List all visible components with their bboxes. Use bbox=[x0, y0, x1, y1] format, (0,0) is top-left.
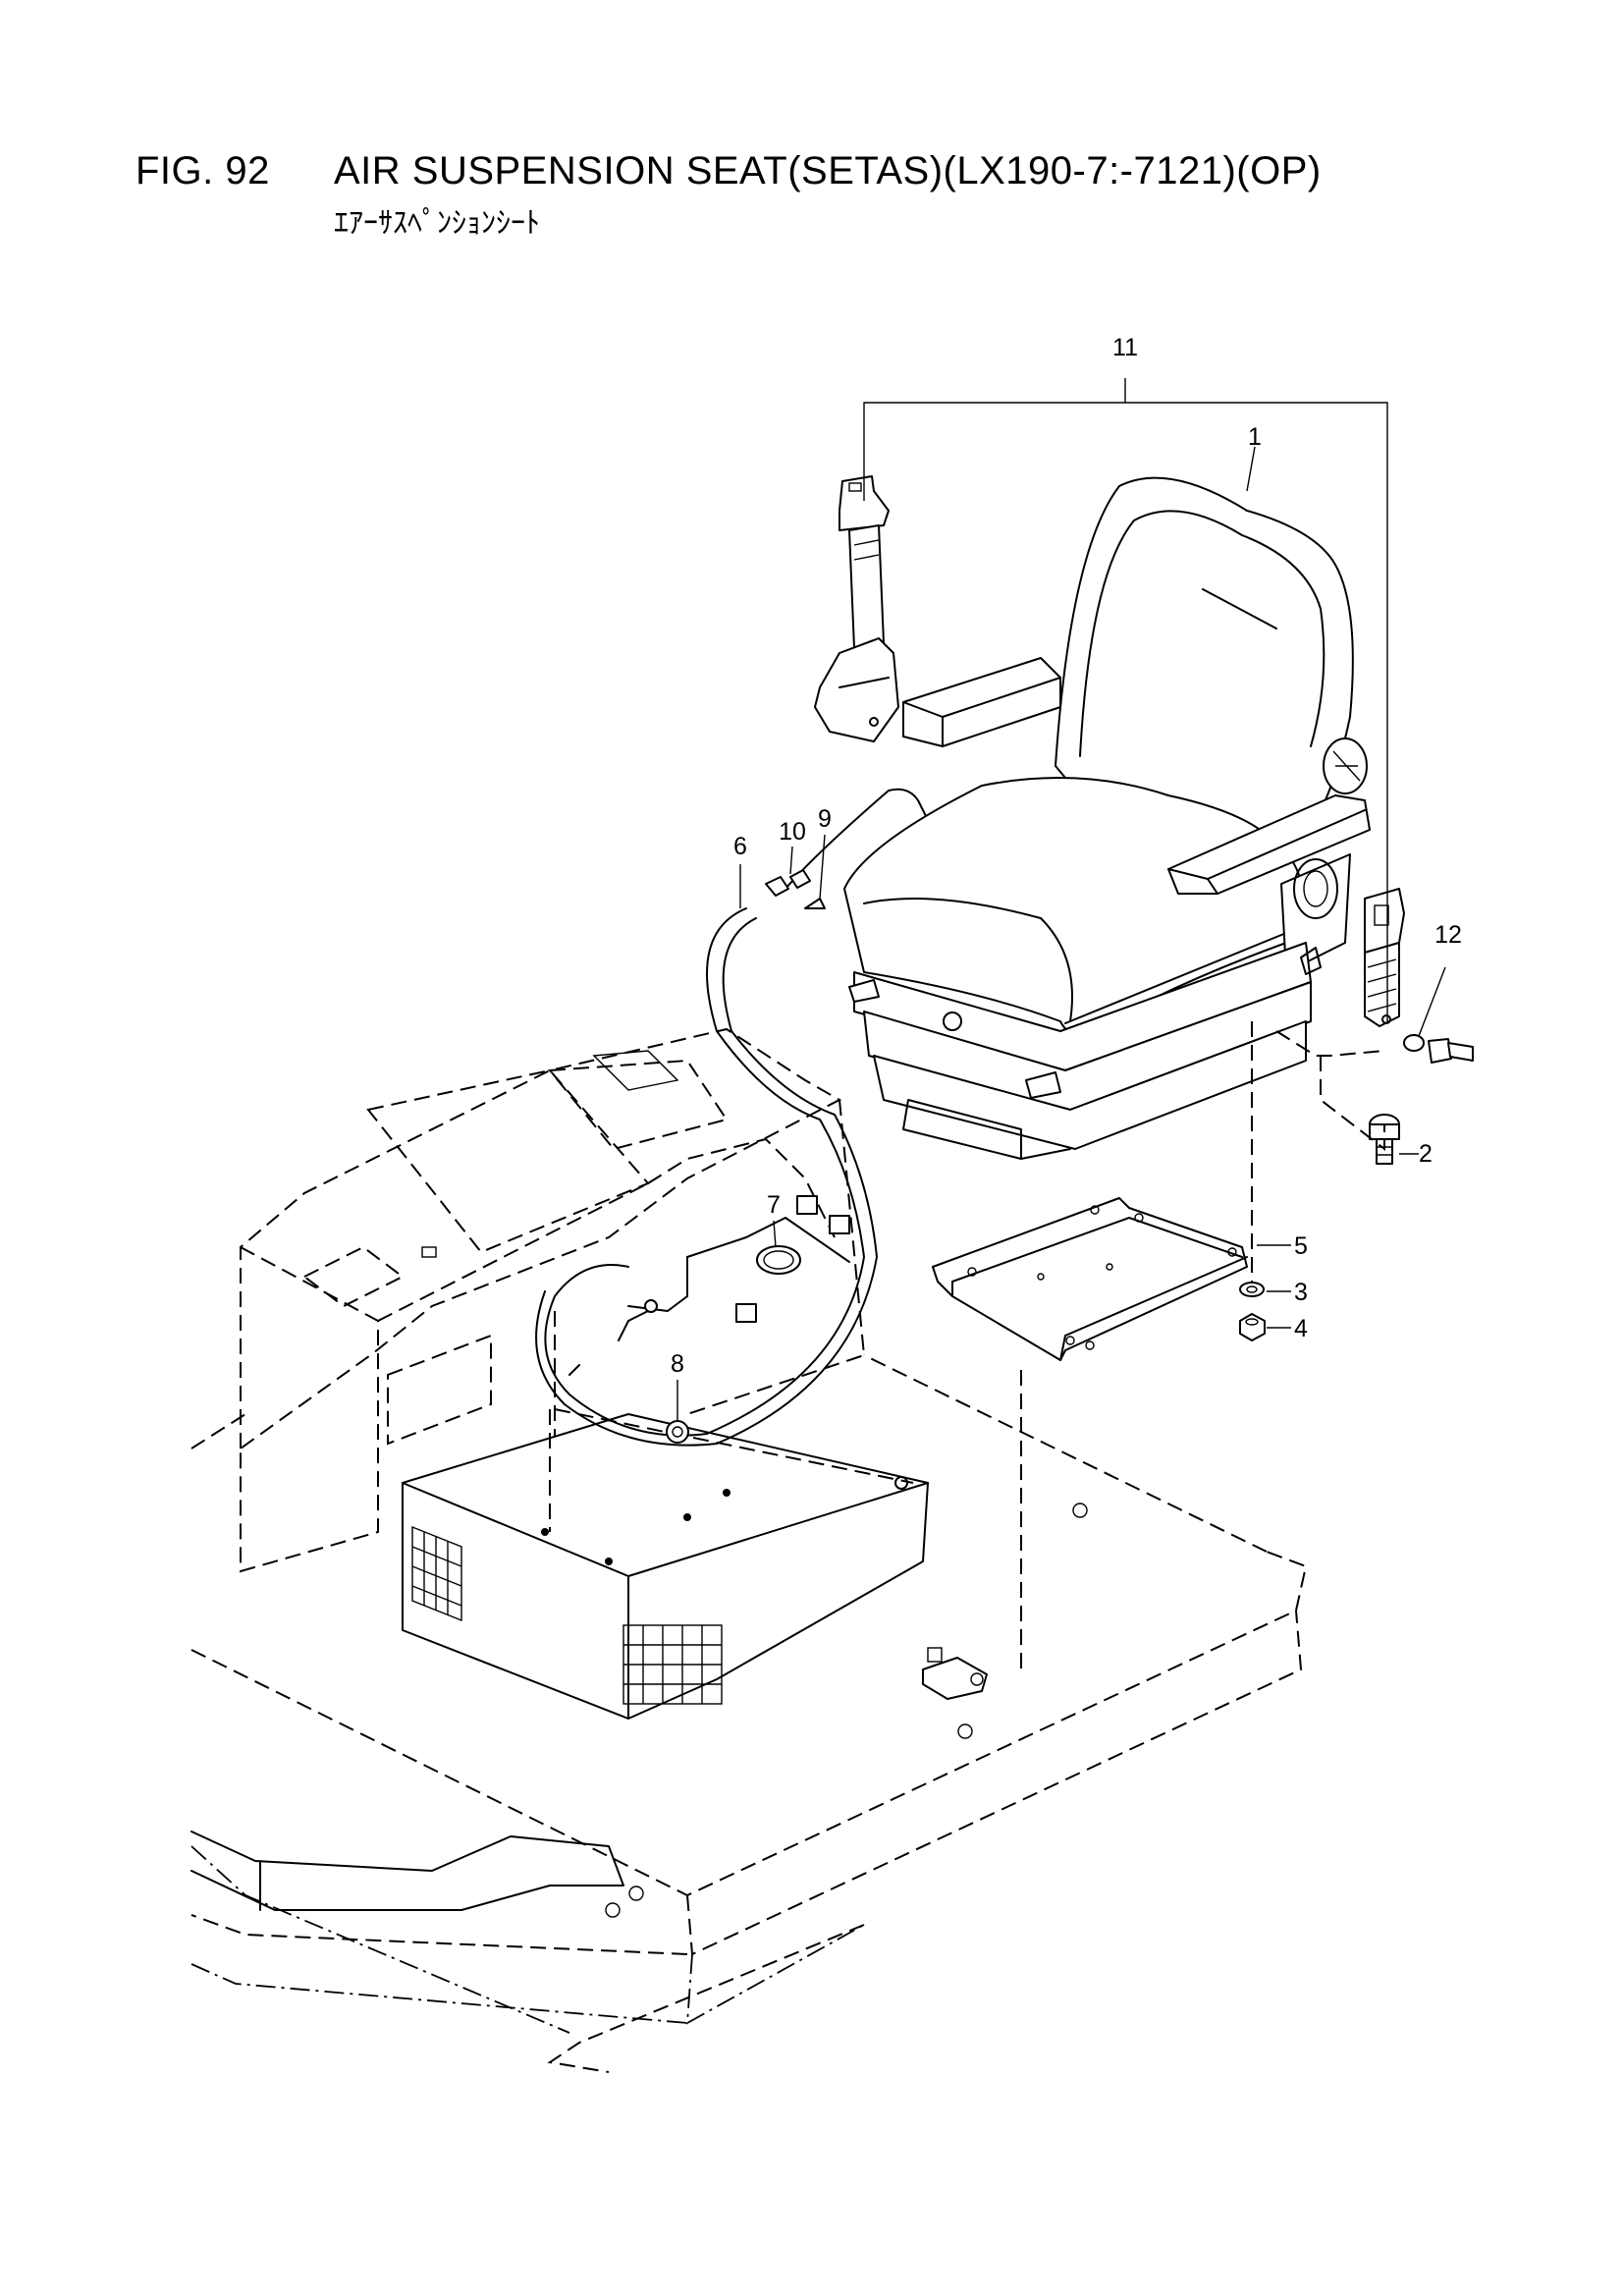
seat-mounting-plate bbox=[932, 1197, 1248, 1361]
controller-box bbox=[402, 1408, 929, 1720]
suspension-middle bbox=[863, 981, 1312, 1111]
assembly-phantom-lines bbox=[1020, 1021, 1385, 1669]
suspension-lower bbox=[873, 1020, 1307, 1150]
armrest-right bbox=[1167, 794, 1371, 895]
nut-4 bbox=[1239, 1313, 1266, 1341]
callout-3: 3 bbox=[1294, 1279, 1308, 1306]
armrest-left bbox=[902, 657, 1061, 747]
callout-4: 4 bbox=[1294, 1315, 1308, 1342]
seat-wiring-harness bbox=[535, 788, 929, 1447]
connector-bottom bbox=[735, 1303, 757, 1323]
callout-12: 12 bbox=[1434, 921, 1462, 949]
callout-11: 11 bbox=[1112, 334, 1138, 361]
callout-8: 8 bbox=[671, 1350, 684, 1378]
figure-title: AIR SUSPENSION SEAT(SETAS)(LX190-7:-7121… bbox=[334, 149, 1322, 192]
callout-7: 7 bbox=[767, 1191, 781, 1219]
cable-tie bbox=[756, 1245, 801, 1275]
figure-number: FIG. 92 bbox=[135, 149, 270, 192]
callout-1: 1 bbox=[1248, 423, 1262, 451]
seat-belt-buckle-side bbox=[814, 475, 899, 742]
callout-2: 2 bbox=[1419, 1140, 1433, 1168]
side-console bbox=[240, 1027, 866, 1573]
vent-grille-right bbox=[622, 1624, 723, 1705]
vent-grille-left bbox=[411, 1525, 462, 1622]
washer-3 bbox=[1239, 1282, 1265, 1297]
callout-5: 5 bbox=[1294, 1232, 1308, 1260]
callout-9: 9 bbox=[818, 805, 832, 833]
terminal-sleeve bbox=[765, 876, 789, 897]
connector-upper bbox=[796, 1195, 818, 1215]
figure-subtitle-japanese: ｴｱｰｻｽﾍﾟﾝｼｮﾝｼｰﾄ bbox=[334, 207, 540, 240]
air-suspension-seat bbox=[843, 476, 1371, 1160]
deck-wedge bbox=[190, 1831, 624, 1911]
bolt-12 bbox=[1403, 1034, 1474, 1064]
callout-10: 10 bbox=[779, 818, 806, 846]
leader-lines bbox=[676, 378, 1446, 1422]
seat-belt-tongue-side bbox=[1364, 888, 1405, 1027]
connector-lower bbox=[829, 1215, 850, 1234]
bolt-2 bbox=[1369, 1114, 1400, 1165]
terminal-pin bbox=[789, 869, 811, 889]
callout-6: 6 bbox=[733, 833, 747, 860]
grommet bbox=[666, 1420, 689, 1444]
